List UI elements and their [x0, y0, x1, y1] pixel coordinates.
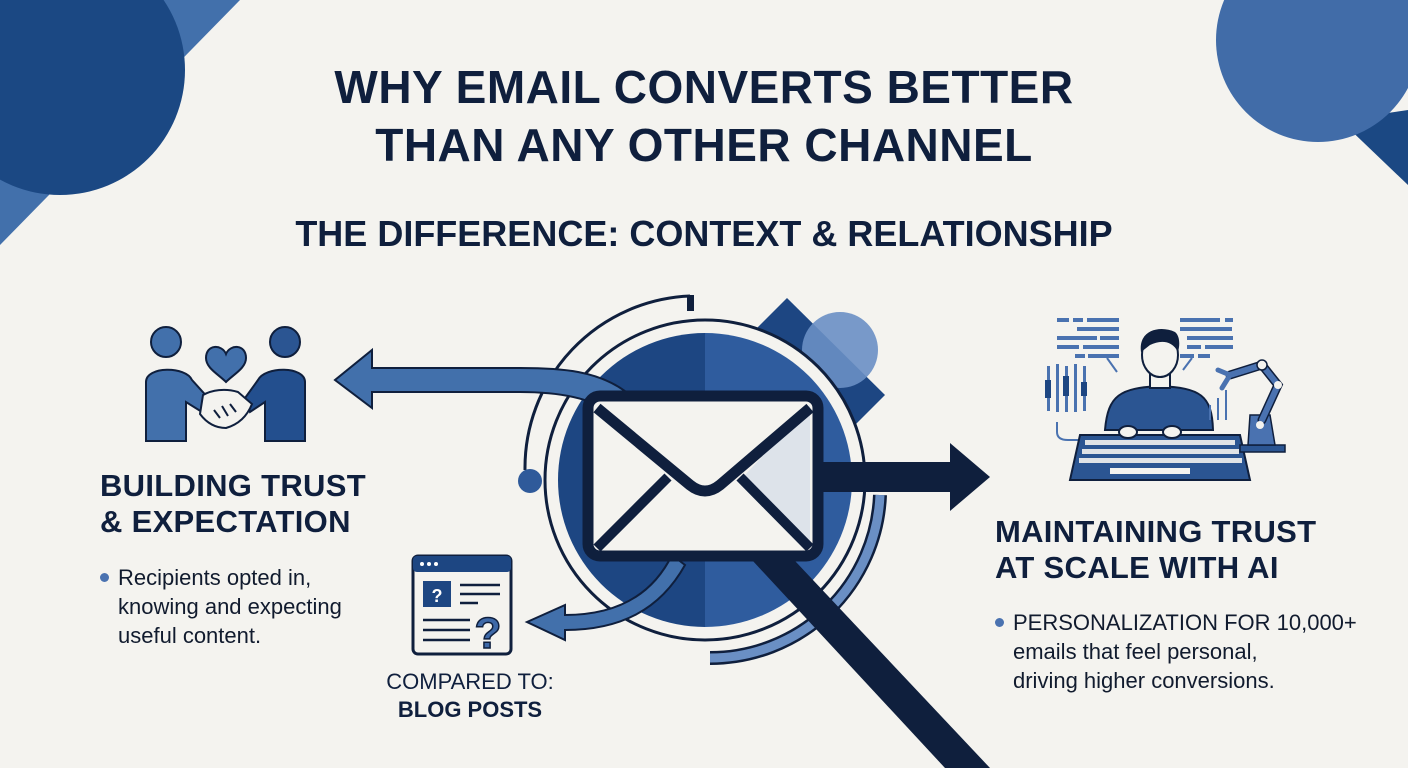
- central-circle-diagram: [333, 294, 990, 768]
- page-title-line-1: WHY EMAIL CONVERTS BETTER: [334, 61, 1074, 113]
- left-bullet-line-2: knowing and expecting: [118, 594, 342, 619]
- svg-text:?: ?: [475, 609, 502, 658]
- right-bullet: PERSONALIZATION FOR 10,000+ emails that …: [995, 608, 1395, 695]
- comparison-label-line-2: BLOG POSTS: [397, 697, 543, 722]
- left-bullet: Recipients opted in, knowing and expecti…: [100, 563, 400, 650]
- envelope-icon: [582, 390, 824, 562]
- svg-text:?: ?: [432, 586, 443, 606]
- subtitle: THE DIFFERENCE: CONTEXT & RELATIONSHIP: [295, 213, 1113, 254]
- person-keyboard-robot-arm-icon: [1045, 318, 1286, 481]
- left-heading-line-2: & EXPECTATION: [100, 504, 351, 539]
- handshake-heart-icon: [145, 326, 306, 442]
- bullet-dot-icon: [995, 618, 1004, 627]
- bullet-dot-icon: [100, 573, 109, 582]
- corner-decoration-top-right: [1216, 0, 1408, 185]
- right-heading-line-2: AT SCALE WITH AI: [995, 550, 1279, 585]
- blog-post-question-icon: ? ?: [411, 554, 513, 659]
- page-title-line-2: THAN ANY OTHER CHANNEL: [375, 119, 1033, 171]
- left-bullet-line-3: useful content.: [118, 623, 262, 648]
- left-section: BUILDING TRUST & EXPECTATION: [100, 468, 400, 540]
- corner-decoration-top-left: [0, 0, 240, 245]
- right-bullet-line-2: emails that feel personal,: [1013, 639, 1258, 664]
- right-bullet-line-1: PERSONALIZATION FOR 10,000+: [1013, 610, 1357, 635]
- left-bullet-line-1: Recipients opted in,: [118, 565, 312, 590]
- right-bullet-line-3: driving higher conversions.: [1013, 668, 1275, 693]
- left-heading-line-1: BUILDING TRUST: [100, 468, 366, 503]
- comparison-label-line-1: COMPARED TO:: [386, 669, 554, 694]
- right-section: MAINTAINING TRUST AT SCALE WITH AI: [995, 514, 1375, 586]
- comparison-label: COMPARED TO: BLOG POSTS: [370, 668, 570, 724]
- right-heading-line-1: MAINTAINING TRUST: [995, 514, 1317, 549]
